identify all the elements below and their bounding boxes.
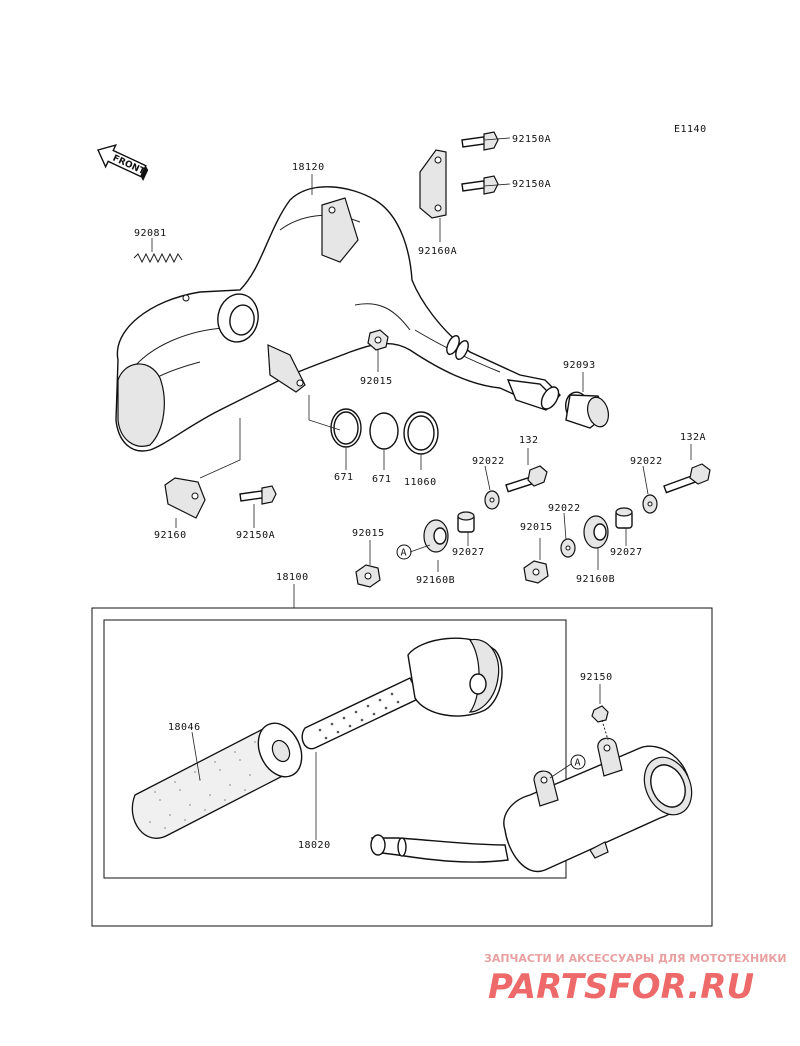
bolt-132a	[663, 463, 711, 494]
nut-92015-right	[523, 560, 549, 584]
label-92027-2: 92027	[610, 547, 643, 558]
bracket-92160	[164, 477, 206, 519]
label-92093: 92093	[563, 360, 596, 371]
spring-92081	[133, 252, 183, 264]
label-92160: 92160	[154, 530, 187, 541]
bolt-92150a-1	[461, 131, 499, 151]
label-92015-2: 92015	[352, 528, 385, 539]
label-18100: 18100	[276, 572, 309, 583]
label-92081: 92081	[134, 228, 167, 239]
o-ring-671-2	[369, 412, 399, 450]
label-92150a-2: 92150A	[512, 179, 551, 190]
svg-text:A: A	[575, 758, 582, 769]
bolt-92150	[591, 705, 609, 741]
label-92022-2: 92022	[630, 456, 663, 467]
diagram-code: E1140	[674, 124, 707, 135]
exhaust-chamber-18120	[115, 186, 561, 452]
reference-a-1: A	[396, 544, 412, 560]
bolt-92150a-2	[461, 175, 499, 195]
packing-18046	[131, 722, 303, 839]
silencer-body	[370, 737, 693, 873]
label-18020: 18020	[298, 840, 331, 851]
label-92027-1: 92027	[452, 547, 485, 558]
bolt-132	[505, 465, 548, 493]
label-18120: 18120	[292, 162, 325, 173]
collar-92027-2	[615, 507, 633, 529]
front-arrow-icon: FRONT	[97, 143, 149, 181]
nut-92015-upper	[367, 329, 389, 351]
watermark-tagline: ЗАПЧАСТИ И АКСЕССУАРЫ ДЛЯ МОТОТЕХНИКИ	[484, 952, 787, 965]
label-92150a-1: 92150A	[512, 134, 551, 145]
label-18046: 18046	[168, 722, 201, 733]
label-11060: 11060	[404, 477, 437, 488]
grommet-92093	[564, 391, 610, 429]
label-92015-1: 92015	[360, 376, 393, 387]
grommet-92160b-1	[423, 519, 449, 553]
collar-92027-1	[457, 511, 475, 533]
label-671-1: 671	[334, 472, 354, 483]
gasket-11060-inner	[407, 415, 435, 451]
o-ring-671-1-inner	[333, 411, 359, 445]
watermark-logo: PARTSFOR.RU	[488, 967, 754, 1007]
label-132a: 132A	[680, 432, 706, 443]
label-92150a-3: 92150A	[236, 530, 275, 541]
silencer-assembly-frame	[91, 607, 713, 927]
label-92022-3: 92022	[548, 503, 581, 514]
silencer-inner-frame	[103, 619, 567, 879]
nut-92015-left	[355, 564, 381, 588]
inner-pipe-18020	[301, 637, 503, 750]
label-92150: 92150	[580, 672, 613, 683]
svg-text:A: A	[401, 548, 408, 559]
label-92015-3: 92015	[520, 522, 553, 533]
bolt-92150a-3	[239, 485, 277, 505]
bracket-92160a	[419, 149, 447, 219]
label-92022-1: 92022	[472, 456, 505, 467]
label-92160b-1: 92160B	[416, 575, 455, 586]
label-671-2: 671	[372, 474, 392, 485]
reference-a-2: A	[570, 754, 586, 770]
label-92160a: 92160A	[418, 246, 457, 257]
label-132: 132	[519, 435, 539, 446]
label-92160b-2: 92160B	[576, 574, 615, 585]
grommet-92160b-2	[583, 515, 609, 549]
